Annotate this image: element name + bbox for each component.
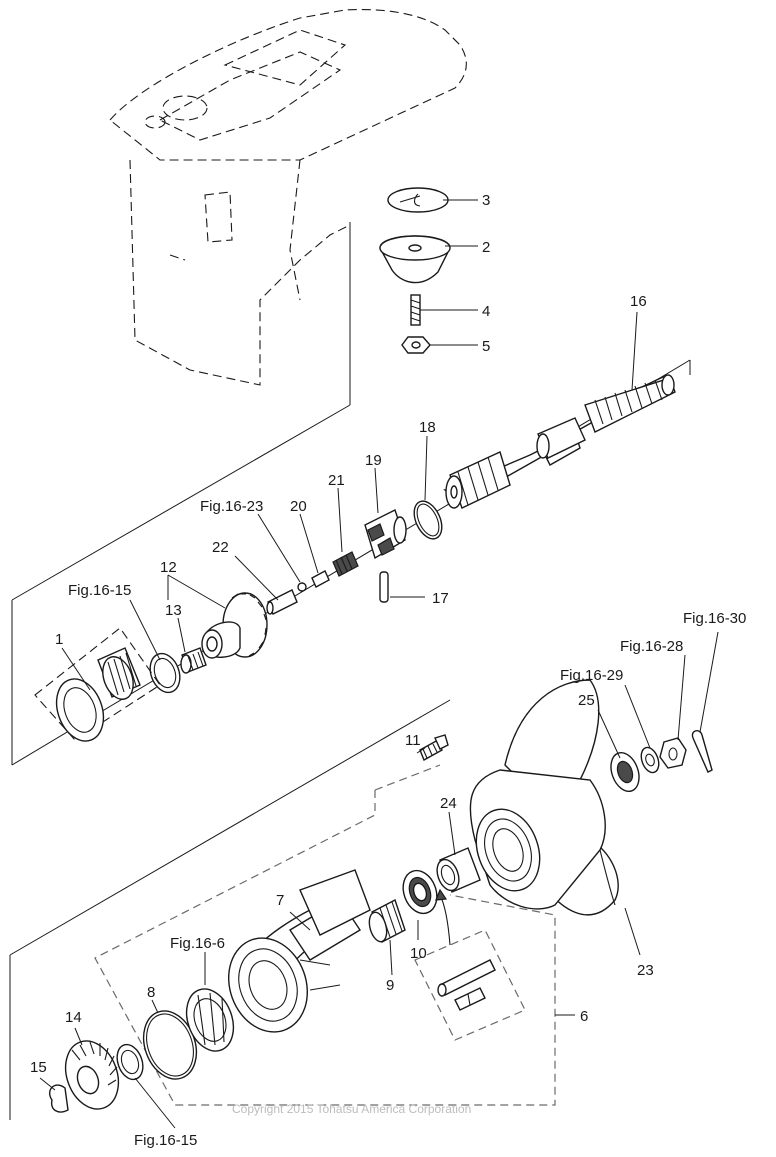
callout-20: 20	[290, 498, 307, 515]
callout-3: 3	[482, 192, 490, 209]
callout-17: 17	[432, 590, 449, 607]
callout-fig-16-15-lower: Fig.16-15	[134, 1132, 197, 1149]
callout-fig-16-23: Fig.16-23	[200, 498, 263, 515]
callout-22: 22	[212, 539, 229, 556]
callout-8: 8	[147, 984, 155, 1001]
part-9-bearing	[368, 898, 406, 944]
nut-fig-16-28	[659, 737, 687, 769]
part-3-washer	[387, 187, 449, 213]
callout-fig-16-6: Fig.16-6	[170, 935, 225, 952]
part-13-bearing	[180, 647, 207, 674]
callout-13: 13	[165, 602, 182, 619]
callout-15: 15	[30, 1059, 47, 1076]
callout-14: 14	[65, 1009, 82, 1026]
part-10-seal	[402, 869, 438, 915]
callout-21: 21	[328, 472, 345, 489]
callout-7: 7	[276, 892, 284, 909]
part-12-gear	[201, 592, 268, 659]
assembly-arrow-icon	[435, 888, 451, 946]
callout-23: 23	[637, 962, 654, 979]
callout-11: 11	[405, 732, 421, 749]
part-16-propeller-shaft	[443, 374, 676, 509]
part-2-anode	[379, 235, 451, 284]
bearing-fig-16-6	[185, 988, 235, 1052]
shim-fig-16-15-lower	[116, 1043, 144, 1081]
callout-16: 16	[630, 293, 647, 310]
part-7-housing	[227, 869, 371, 1033]
callout-18: 18	[419, 419, 436, 436]
callout-5: 5	[482, 338, 490, 355]
part-1-bearing-assembly	[34, 627, 161, 742]
copyright-notice: Copyright 2015 Tohatsu America Corporati…	[232, 1102, 471, 1116]
callout-4: 4	[482, 303, 490, 320]
callout-6: 6	[580, 1008, 588, 1025]
part-17-pin	[379, 571, 389, 603]
part-18-ring	[413, 500, 443, 540]
part-21-spring	[332, 551, 359, 577]
callout-fig-16-29: Fig.16-29	[560, 667, 623, 684]
gearcase-housing	[109, 9, 467, 386]
propeller-icon	[469, 679, 619, 916]
ball-fig-16-23	[297, 582, 307, 592]
callout-12: 12	[160, 559, 177, 576]
part-5-nut	[401, 336, 431, 354]
part-15-circlip	[48, 1084, 69, 1113]
part-20-plunger	[311, 570, 330, 588]
leader-lines	[39, 199, 719, 1129]
callout-fig-16-15-upper: Fig.16-15	[68, 582, 131, 599]
callout-24: 24	[440, 795, 457, 812]
part-24-spacer	[436, 847, 481, 893]
part-22-pin	[266, 589, 298, 615]
callout-2: 2	[482, 239, 490, 256]
part-19-clutch	[364, 509, 407, 560]
part-11-bolt	[419, 734, 449, 761]
part-6-assembly-outline	[94, 764, 556, 1106]
part-4-bolt	[410, 294, 421, 326]
callout-10: 10	[410, 945, 427, 962]
part-14-gear	[64, 1040, 120, 1110]
callout-fig-16-30: Fig.16-30	[683, 610, 746, 627]
seal-orientation-inset	[414, 929, 526, 1041]
callout-1: 1	[55, 631, 63, 648]
part-25-thrust-holder	[610, 751, 640, 793]
callout-9: 9	[386, 977, 394, 994]
callout-25: 25	[578, 692, 595, 709]
callout-fig-16-28: Fig.16-28	[620, 638, 683, 655]
callout-labels: 3 2 4 5 16 18 19 21 20 Fig.16-23 22 12 F…	[30, 192, 746, 1149]
shim-fig-16-15-upper	[149, 652, 181, 694]
cotter-pin-fig-16-30	[691, 730, 713, 773]
callout-19: 19	[365, 452, 382, 469]
washer-fig-16-29	[640, 746, 660, 774]
